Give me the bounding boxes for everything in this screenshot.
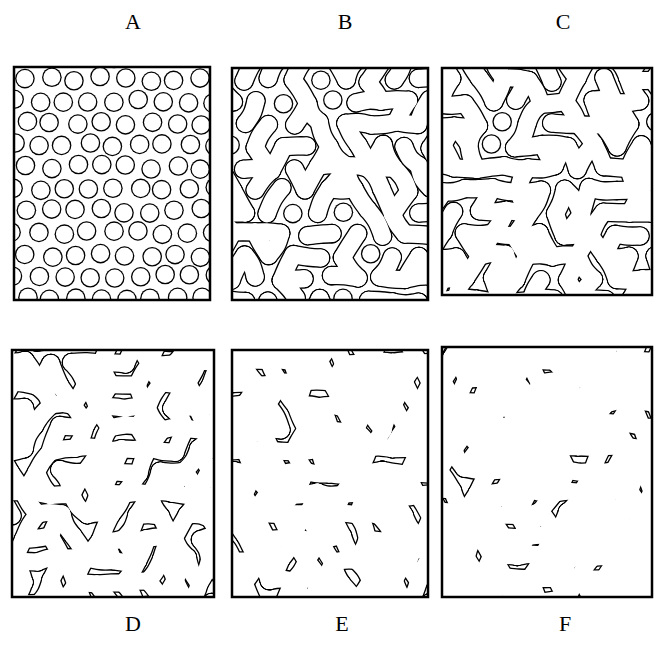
particle-panel <box>232 68 428 300</box>
particle-panel <box>232 350 428 597</box>
panel-frame <box>14 67 210 300</box>
panel-letter: B <box>338 11 353 33</box>
panel-frame <box>442 347 652 597</box>
panel-letter: D <box>125 613 141 635</box>
particle-panel <box>442 347 652 597</box>
particle-panel <box>12 350 214 597</box>
particle-panel <box>14 67 210 300</box>
panel-frame <box>232 350 428 597</box>
panel-frame <box>12 350 214 597</box>
panel-letter: F <box>559 613 571 635</box>
panel-letter: E <box>335 613 348 635</box>
particle-panel <box>442 68 652 295</box>
panel-letter: C <box>556 11 571 33</box>
panel-letter: A <box>125 11 141 33</box>
panel-frame <box>232 68 428 300</box>
panel-frame <box>442 68 652 295</box>
